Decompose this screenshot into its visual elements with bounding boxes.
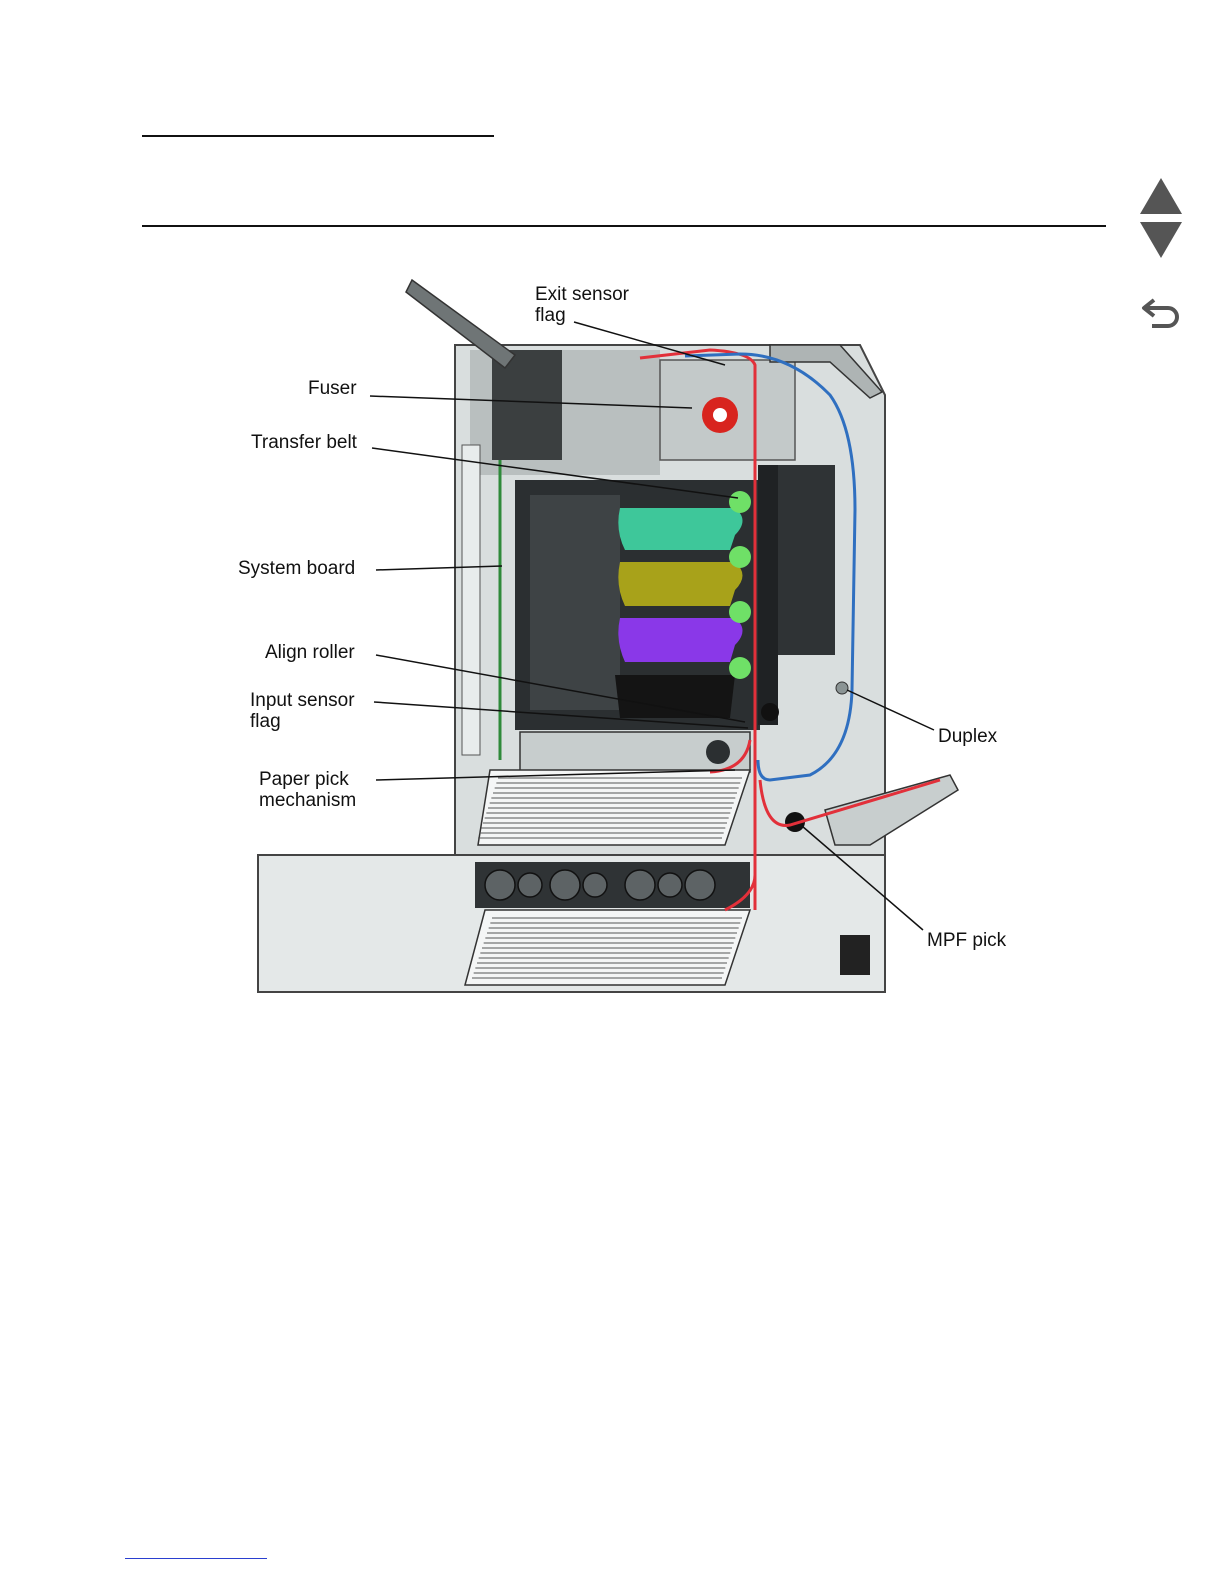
- drive-gear: [658, 873, 682, 897]
- previous-page-button[interactable]: [1138, 176, 1184, 216]
- photoconductor-roller-1: [729, 491, 751, 513]
- transfer-belt: [758, 465, 778, 725]
- next-page-button[interactable]: [1138, 220, 1184, 260]
- label-exit-sensor-flag: Exit sensor flag: [535, 284, 629, 326]
- duplex-roller: [836, 682, 848, 694]
- photoconductor-roller-4: [729, 657, 751, 679]
- header-rule-short: [142, 135, 494, 137]
- triangle-down-icon: [1138, 220, 1184, 260]
- label-transfer-belt: Transfer belt: [251, 432, 357, 453]
- label-fuser: Fuser: [308, 378, 357, 399]
- black-toner-cartridge: [615, 675, 735, 718]
- right-imaging-frame: [778, 465, 835, 655]
- yellow-toner-cartridge: [618, 562, 742, 606]
- align-roller-drive: [761, 703, 779, 721]
- go-back-button[interactable]: [1138, 296, 1184, 334]
- return-arrow-icon: [1138, 296, 1184, 334]
- label-paper-pick-mechanism: Paper pick mechanism: [259, 769, 356, 811]
- magenta-toner-cartridge: [618, 618, 742, 662]
- cyan-toner-cartridge: [618, 508, 742, 550]
- drive-gear: [685, 870, 715, 900]
- pick-roller: [706, 740, 730, 764]
- printer-paper-path-diagram: Exit sensor flag Fuser Transfer belt Sys…: [230, 270, 1030, 1010]
- header-rule-long: [142, 225, 1106, 227]
- drive-gear: [583, 873, 607, 897]
- tray-handle: [840, 935, 870, 975]
- label-mpf-pick: MPF pick: [927, 930, 1006, 951]
- drive-gear: [518, 873, 542, 897]
- photoconductor-roller-2: [729, 546, 751, 568]
- label-system-board: System board: [238, 558, 355, 579]
- drive-gear: [625, 870, 655, 900]
- triangle-up-icon: [1138, 176, 1184, 216]
- photoconductor-roller-3: [729, 601, 751, 623]
- label-input-sensor-flag: Input sensor flag: [250, 690, 355, 732]
- fuser-roller-hub: [713, 408, 727, 422]
- imaging-bracket: [530, 495, 620, 710]
- drive-gear: [485, 870, 515, 900]
- label-duplex: Duplex: [938, 726, 997, 747]
- label-align-roller: Align roller: [265, 642, 355, 663]
- footer-link-underline: [125, 1558, 267, 1559]
- drive-gear: [550, 870, 580, 900]
